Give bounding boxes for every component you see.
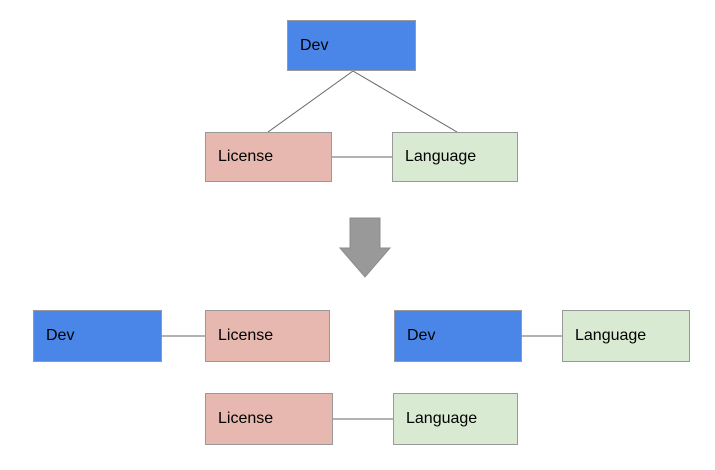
node-license-pair3: License xyxy=(205,393,333,445)
down-arrow-icon xyxy=(338,217,392,278)
node-dev-pair1-label: Dev xyxy=(46,327,75,344)
edge-dev-language-top xyxy=(352,70,458,133)
node-dev-top-label: Dev xyxy=(300,36,329,54)
node-dev-pair2: Dev xyxy=(394,310,522,362)
node-license-top-label: License xyxy=(218,148,274,165)
node-language-top-label: Language xyxy=(405,148,477,165)
node-dev-pair1: Dev xyxy=(33,310,162,362)
node-language-pair3-label: Language xyxy=(406,410,478,427)
node-language-pair3: Language xyxy=(393,393,518,445)
node-license-pair1-label: License xyxy=(218,327,274,344)
edge-dev-license-top xyxy=(267,70,354,133)
node-license-pair1: License xyxy=(205,310,330,362)
node-dev-top: Dev xyxy=(287,20,416,71)
node-language-top: Language xyxy=(392,132,518,182)
node-language-pair2: Language xyxy=(562,310,690,362)
node-language-pair2-label: Language xyxy=(575,327,647,344)
node-dev-pair2-label: Dev xyxy=(407,327,436,344)
node-license-top: License xyxy=(205,132,332,182)
node-license-pair3-label: License xyxy=(218,410,274,427)
